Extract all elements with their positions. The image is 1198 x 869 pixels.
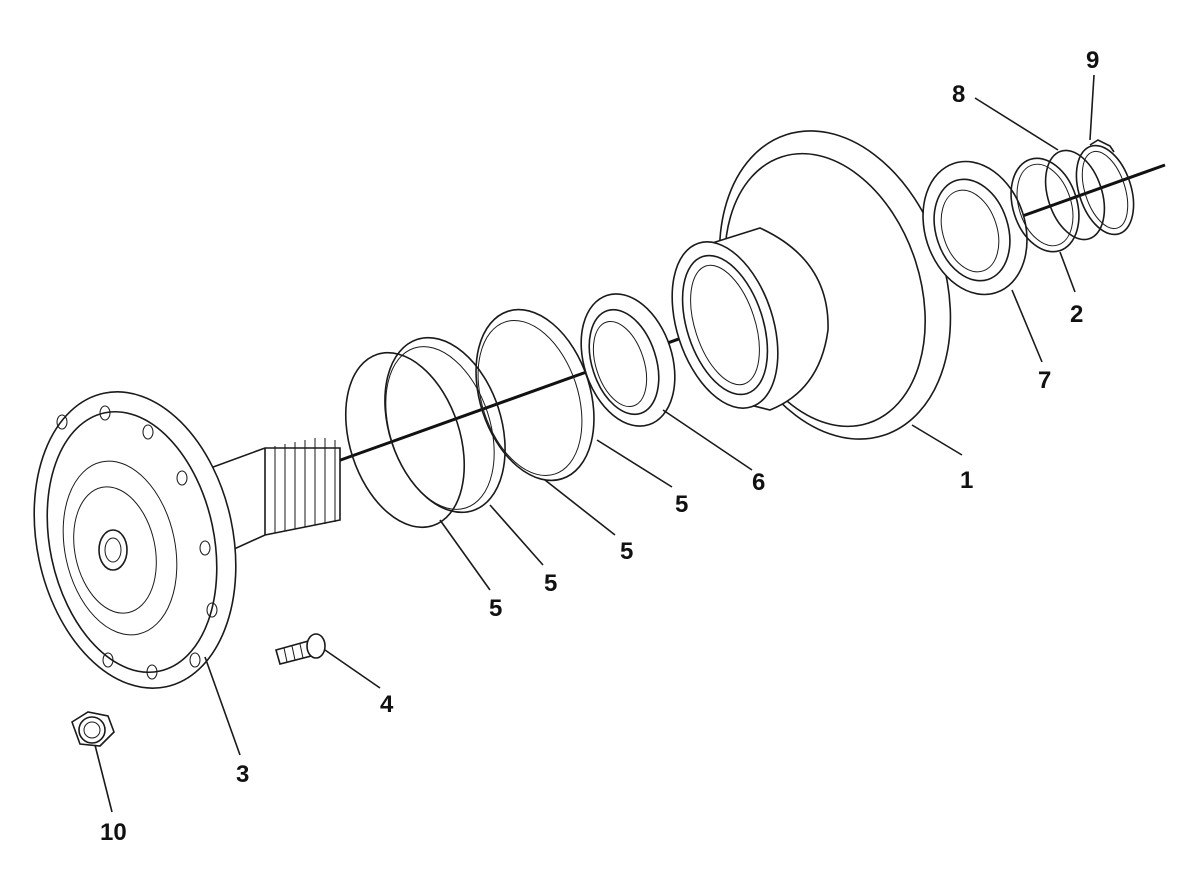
callout-labels: 1 2 3 4 5 5 5 5 6 7 8 9 10	[100, 47, 1099, 846]
part-9-snap-ring	[1075, 139, 1135, 236]
part-3-flanged-shaft	[33, 391, 341, 689]
leader-lines	[94, 74, 1095, 813]
callout-7: 7	[1038, 367, 1051, 394]
callout-4: 4	[380, 691, 394, 718]
leader-9	[1089, 74, 1095, 141]
part-7-bearing	[922, 160, 1028, 296]
leader-6	[662, 409, 753, 471]
flange-bolt-holes	[56, 405, 218, 680]
callout-10: 10	[100, 819, 127, 846]
leader-5b	[489, 504, 544, 566]
part-8-ring	[1044, 149, 1106, 241]
part-5-ring-c	[344, 351, 466, 529]
callout-5a: 5	[489, 595, 502, 622]
callout-1: 1	[960, 467, 973, 494]
callout-5d: 5	[675, 491, 688, 518]
part-1-hub-drum	[671, 130, 952, 440]
leader-5a	[439, 519, 491, 591]
callout-5c: 5	[620, 538, 633, 565]
part-4-bolt	[275, 633, 326, 665]
part-10-nut	[71, 711, 115, 747]
leader-3	[204, 656, 241, 756]
leader-10	[94, 744, 113, 813]
callout-5b: 5	[544, 570, 557, 597]
leader-5c	[544, 479, 616, 536]
callout-3: 3	[236, 761, 249, 788]
part-5-ring-b	[384, 336, 506, 514]
callout-8: 8	[952, 81, 965, 108]
leader-5d	[596, 439, 673, 488]
callout-2: 2	[1070, 301, 1083, 328]
leader-2	[1059, 251, 1076, 293]
leader-7	[1011, 289, 1043, 363]
leader-8	[974, 97, 1059, 151]
leader-4	[324, 649, 381, 689]
leader-1	[911, 424, 963, 456]
callout-9: 9	[1086, 47, 1099, 74]
part-5-ring-a	[475, 308, 595, 482]
callout-6: 6	[752, 469, 765, 496]
part-2-ring	[1010, 157, 1080, 253]
